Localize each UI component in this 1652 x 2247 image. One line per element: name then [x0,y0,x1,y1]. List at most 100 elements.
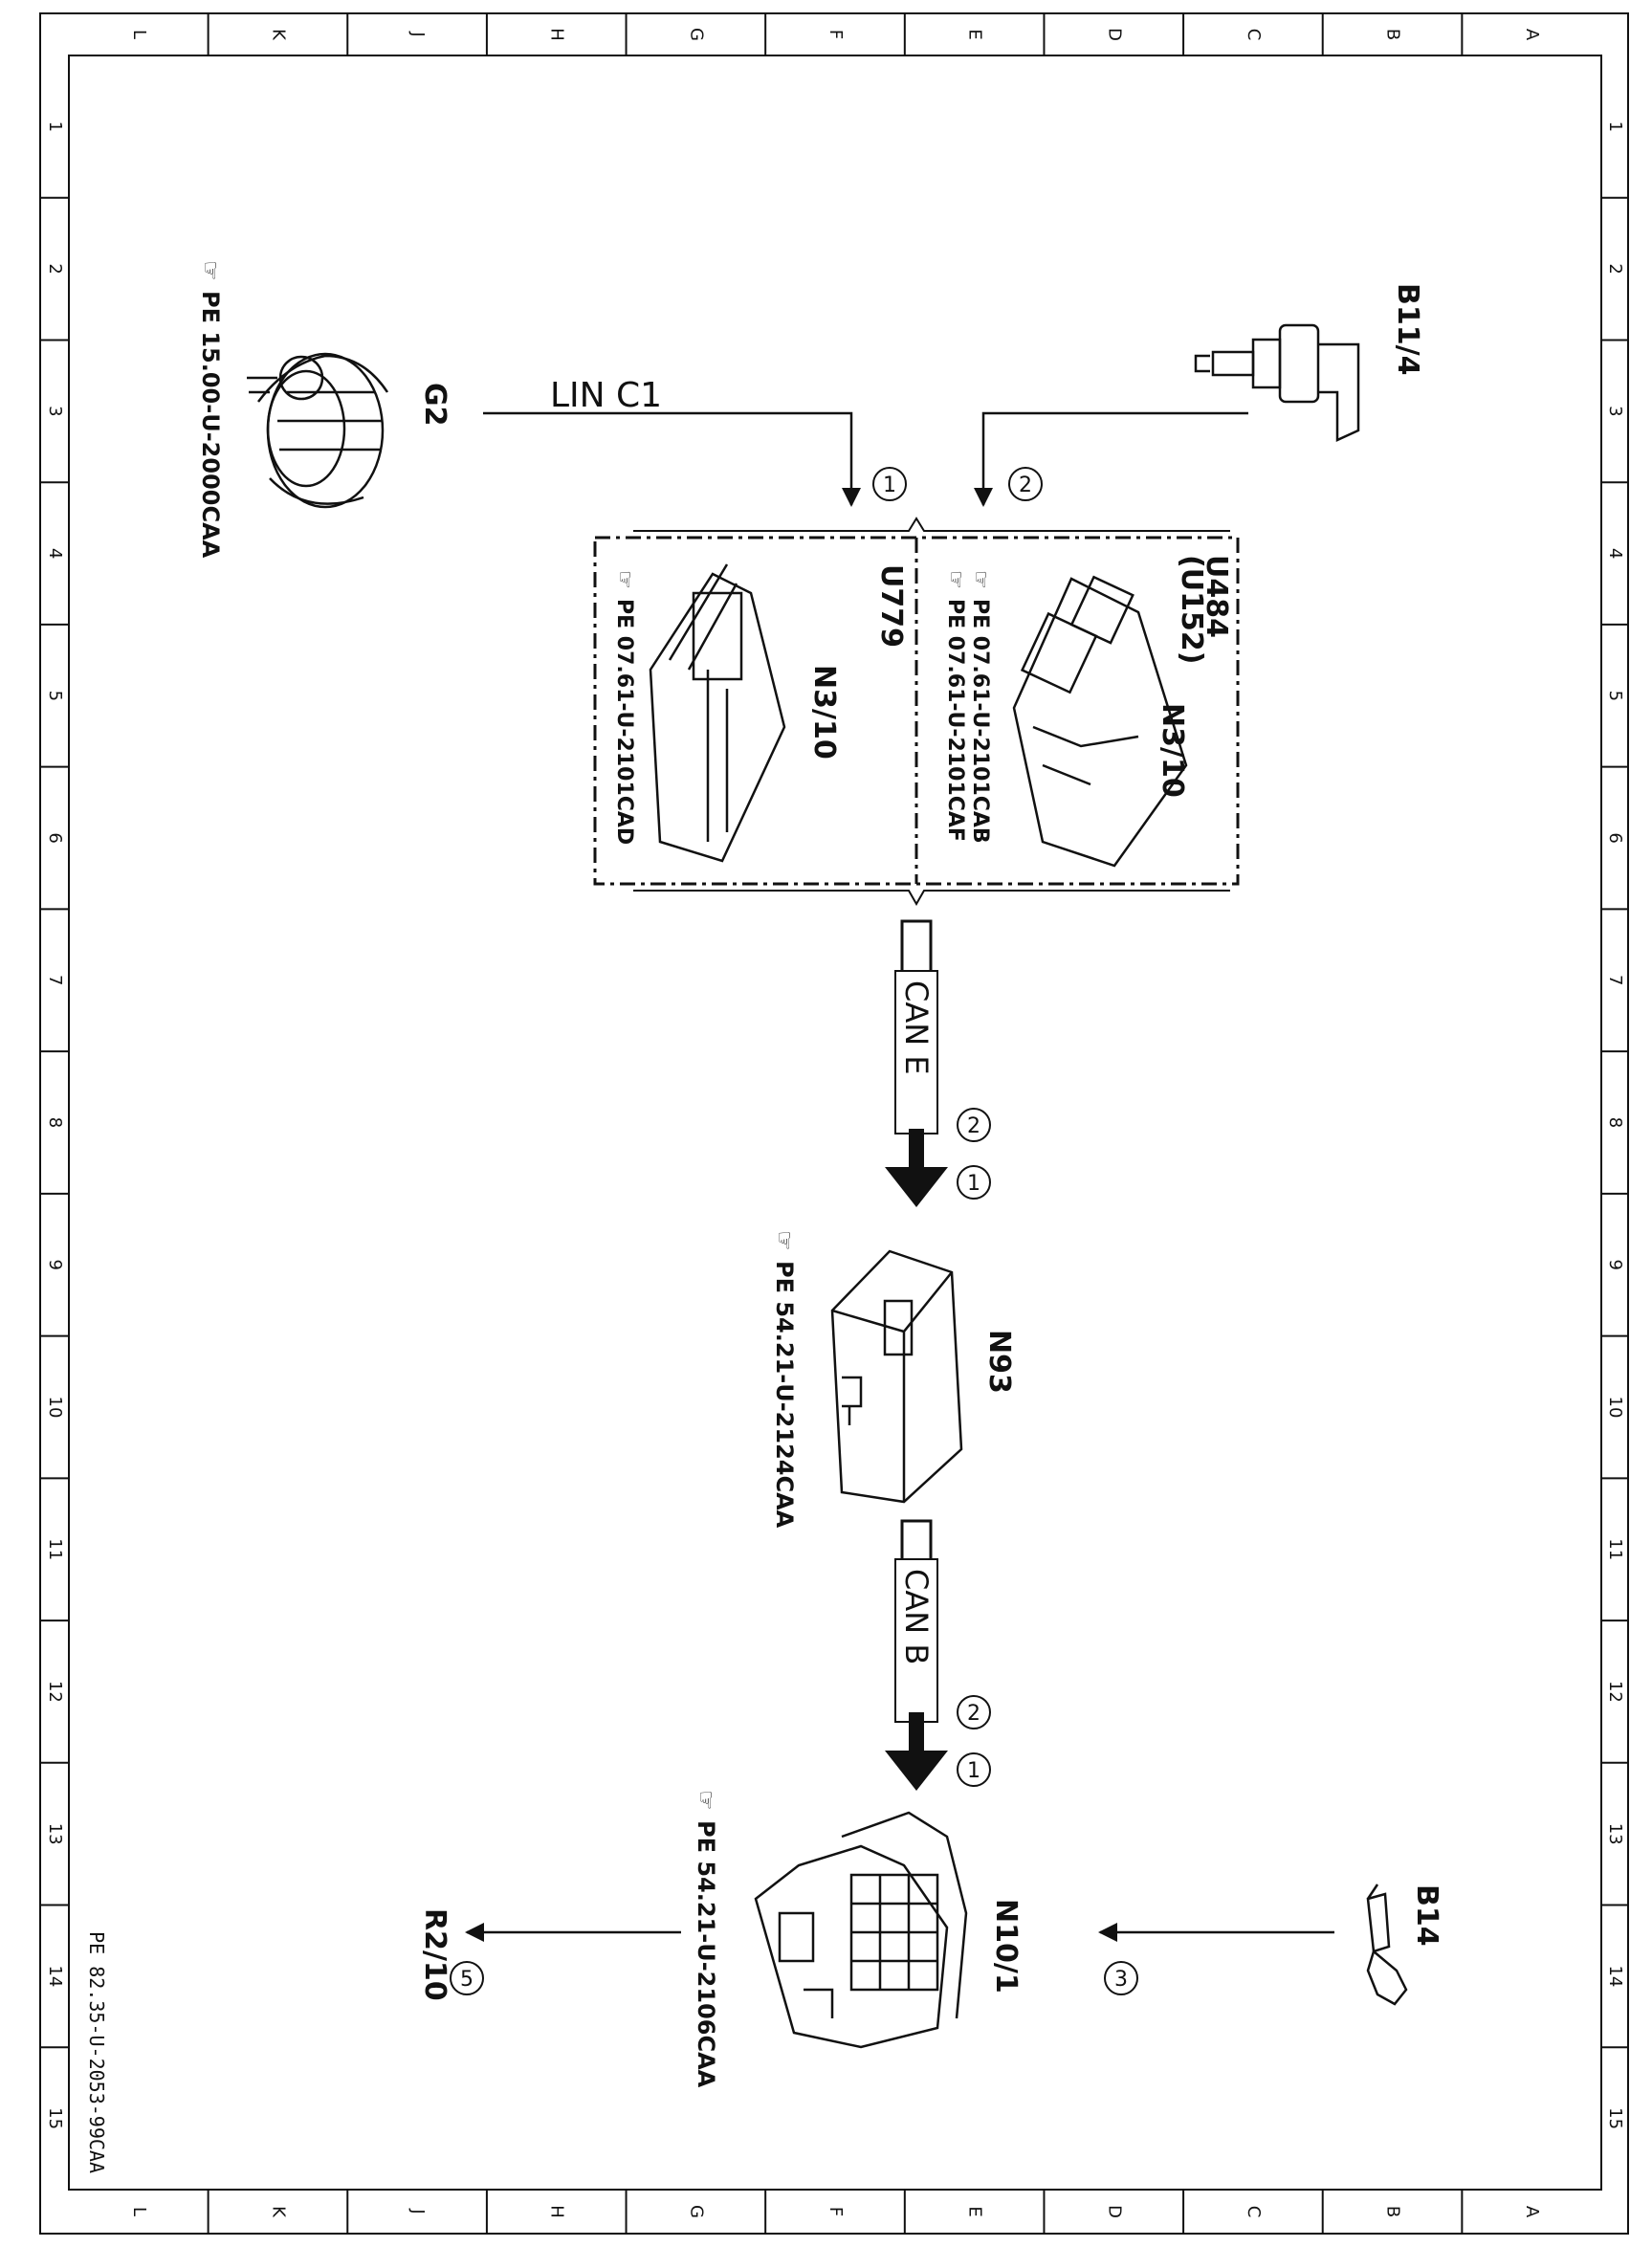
n3-10-u484-variant: U484 [1200,555,1233,638]
row-label-left: 9 [45,1260,65,1270]
g2-ref: PE 15.00-U-2000CAA [197,291,224,559]
n3-10-u779-code: N3/10 [807,665,841,760]
column-label-bottom: F [826,2207,846,2216]
column-label-top: C [1244,29,1264,41]
svg-text:5: 5 [460,1968,474,1992]
row-label-right: 4 [1605,548,1625,559]
row-label-left: 15 [45,2107,65,2129]
b11-4-code: B11/4 [1391,283,1424,375]
n3-10-u779-module-icon [649,563,786,863]
g2-alternator-icon [247,352,389,509]
svg-text:3: 3 [1114,1968,1128,1992]
svg-text:1: 1 [967,1172,980,1196]
row-label-left: 2 [45,263,65,274]
grid-ticks [40,13,1628,2234]
column-label-bottom: J [407,2208,428,2214]
row-label-left: 11 [45,1538,65,1560]
svg-text:2: 2 [1019,474,1032,497]
svg-text:1: 1 [967,1759,980,1783]
row-label-right: 8 [1605,1117,1625,1128]
b14-code: B14 [1410,1884,1443,1947]
n3-10-u484-variant-alt: (U152) [1175,555,1208,664]
row-label-left: 3 [45,406,65,416]
row-label-right: 15 [1605,2107,1625,2129]
g2-code: G2 [418,383,452,427]
row-label-right: 5 [1605,691,1625,701]
column-label-bottom: G [686,2205,706,2218]
row-label-left: 14 [45,1965,65,1987]
row-label-right: 11 [1605,1538,1625,1560]
badge-r2-10: 5 [450,1961,484,1995]
badge-b14: 3 [1104,1961,1138,1995]
column-label-bottom: D [1104,2205,1124,2218]
row-label-right: 9 [1605,1260,1625,1270]
group-bracket-bottom [633,890,1230,907]
n3-10-u779-ref-icon: ☞ [612,570,636,589]
row-label-right: 2 [1605,263,1625,274]
group-bracket-top [633,517,1230,532]
n3-10-u484-ref-icon: ☞ [968,570,992,589]
svg-text:2: 2 [967,1702,980,1726]
b11-4-line [974,411,1248,507]
row-label-left: 12 [45,1681,65,1703]
inner-border [68,55,1602,2191]
n3-10-u484-ref-icon-2: ☞ [943,570,967,589]
row-label-right: 10 [1605,1397,1625,1419]
b14-sensor-icon [1366,1884,1408,2006]
outer-border [39,12,1629,2235]
badge-can-e-b: 1 [957,1165,991,1200]
column-label-top: H [547,28,567,41]
can-e-label: CAN E [898,980,935,1075]
row-label-left: 1 [45,121,65,132]
r2-10-code: R2/10 [418,1908,452,2001]
n10-1-code: N10/1 [989,1899,1023,1994]
column-label-top: B [1383,29,1403,40]
row-label-left: 13 [45,1823,65,1845]
row-label-left: 4 [45,548,65,559]
row-label-right: 7 [1605,975,1625,985]
row-label-right: 1 [1605,121,1625,132]
column-label-top: J [407,31,428,36]
row-label-right: 12 [1605,1681,1625,1703]
badge-can-e-a: 2 [957,1108,991,1142]
column-label-bottom: C [1244,2206,1264,2218]
badge-b11: 2 [1008,467,1043,501]
column-label-bottom: A [1522,2206,1542,2218]
n10-1-module-icon [754,1811,968,2049]
n10-1-ref-icon: ☞ [693,1790,719,1811]
n3-10-u484-ref-b: PE 07.61-U-2101CAF [943,599,967,842]
n3-10-u779-ref: PE 07.61-U-2101CAD [612,599,636,845]
n3-10-u484-module-icon [1012,575,1188,868]
can-b-label: CAN B [898,1569,935,1664]
n93-module-icon [830,1249,963,1504]
n93-ref-icon: ☞ [771,1230,798,1251]
badge-can-b-b: 1 [957,1752,991,1787]
g2-ref-icon: ☞ [197,260,224,281]
column-label-top: K [268,29,288,41]
svg-text:2: 2 [967,1114,980,1138]
n3-10-u779-variant: U779 [874,564,908,648]
n93-ref: PE 54.21-U-2124CAA [771,1261,798,1529]
b11-4-sensor-icon [1194,323,1360,442]
column-label-top: E [965,29,985,39]
row-label-left: 7 [45,975,65,985]
column-label-bottom: K [268,2206,288,2218]
column-label-bottom: E [965,2206,985,2216]
n93-code: N93 [982,1330,1016,1394]
badge-lin: 1 [872,467,907,501]
n3-10-u484-ref-a: PE 07.61-U-2101CAB [968,599,992,844]
svg-text:1: 1 [883,474,896,497]
can-b-bus [885,1519,948,1791]
column-label-top: L [129,30,149,39]
row-label-right: 14 [1605,1965,1625,1987]
column-label-top: A [1522,29,1542,41]
n3-10-u484-code: N3/10 [1156,703,1189,798]
row-label-right: 6 [1605,832,1625,843]
row-label-left: 8 [45,1117,65,1128]
column-label-bottom: L [129,2207,149,2216]
badge-can-b-a: 2 [957,1695,991,1729]
row-label-right: 3 [1605,406,1625,416]
row-label-right: 13 [1605,1823,1625,1845]
